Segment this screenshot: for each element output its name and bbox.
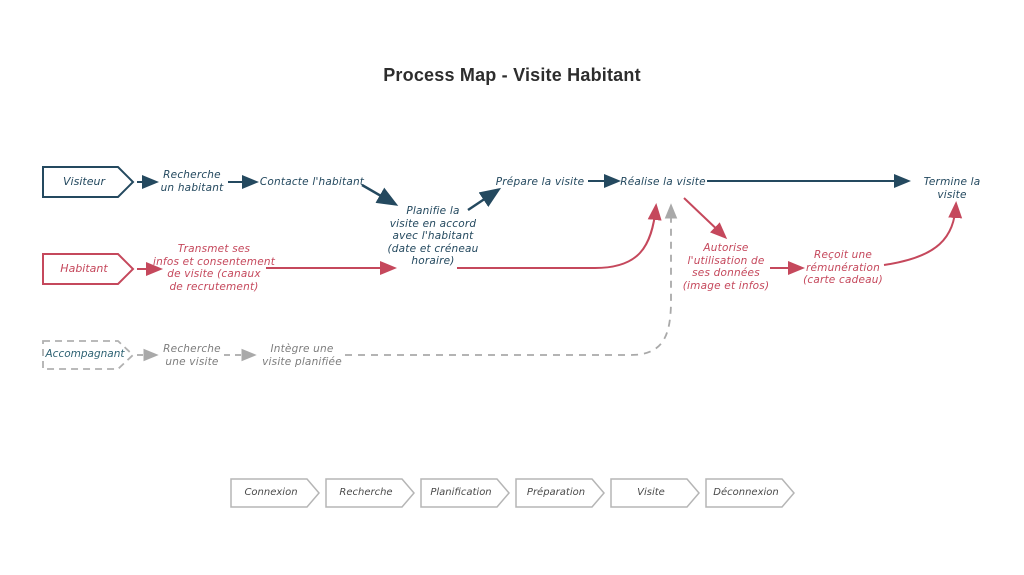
phase-label-visite: Visite [637, 487, 665, 498]
habitant-role-label: Habitant [60, 262, 108, 275]
phase-label-connexion: Connexion [244, 487, 298, 498]
arrow-integre-to-realise [345, 203, 678, 356]
step-recherche-une-visite: Recherche une visite [163, 343, 221, 368]
step-realise-visite: Réalise la visite [620, 176, 706, 188]
accompagnant-role-shape [42, 340, 135, 370]
arrow-planifie-to-realise-habitant [457, 203, 662, 269]
visiteur-role-label: Visiteur [63, 175, 105, 188]
phase-shape-recherche [325, 478, 415, 508]
step-contacte-habitant: Contacte l'habitant [259, 176, 365, 188]
step-transmet-infos: Transmet ses infos et consentement de vi… [152, 243, 276, 293]
phase-label-deconnexion: Déconnexion [713, 487, 779, 498]
phase-shape-preparation [515, 478, 605, 508]
phase-shape-deconnexion [705, 478, 795, 508]
visiteur-role-shape [42, 166, 135, 198]
phase-label-recherche: Recherche [339, 487, 393, 498]
page-title: Process Map - Visite Habitant [383, 65, 641, 85]
arrow-realise-to-autorise [683, 197, 728, 240]
arrow-contacte-to-planifie [361, 183, 399, 206]
phase-shape-planification [420, 478, 510, 508]
step-recherche-un-habitant: Recherche un habitant [160, 169, 224, 194]
accompagnant-role-label: Accompagnant [45, 348, 125, 360]
step-recoit-remuneration: Reçoit une rémunération (carte cadeau) [803, 249, 883, 287]
step-prepare-visite: Prépare la visite [495, 176, 585, 188]
habitant-role-shape [42, 253, 135, 285]
phase-shape-connexion [230, 478, 320, 508]
arrow-planifie-to-prepare [467, 187, 502, 212]
phase-label-planification: Planification [430, 487, 492, 498]
step-termine-visite: Termine la visite [923, 176, 981, 201]
arrow-recoit-to-termine [883, 201, 963, 266]
step-planifie-visite: Planifie la visite en accord avec l'habi… [387, 205, 479, 268]
phase-label-preparation: Préparation [526, 487, 586, 498]
step-integre-visite-planifiee: Intègre une visite planifiée [262, 343, 342, 368]
phase-shape-visite [610, 478, 700, 508]
step-autorise-donnees: Autorise l'utilisation de ses données (i… [682, 242, 770, 292]
